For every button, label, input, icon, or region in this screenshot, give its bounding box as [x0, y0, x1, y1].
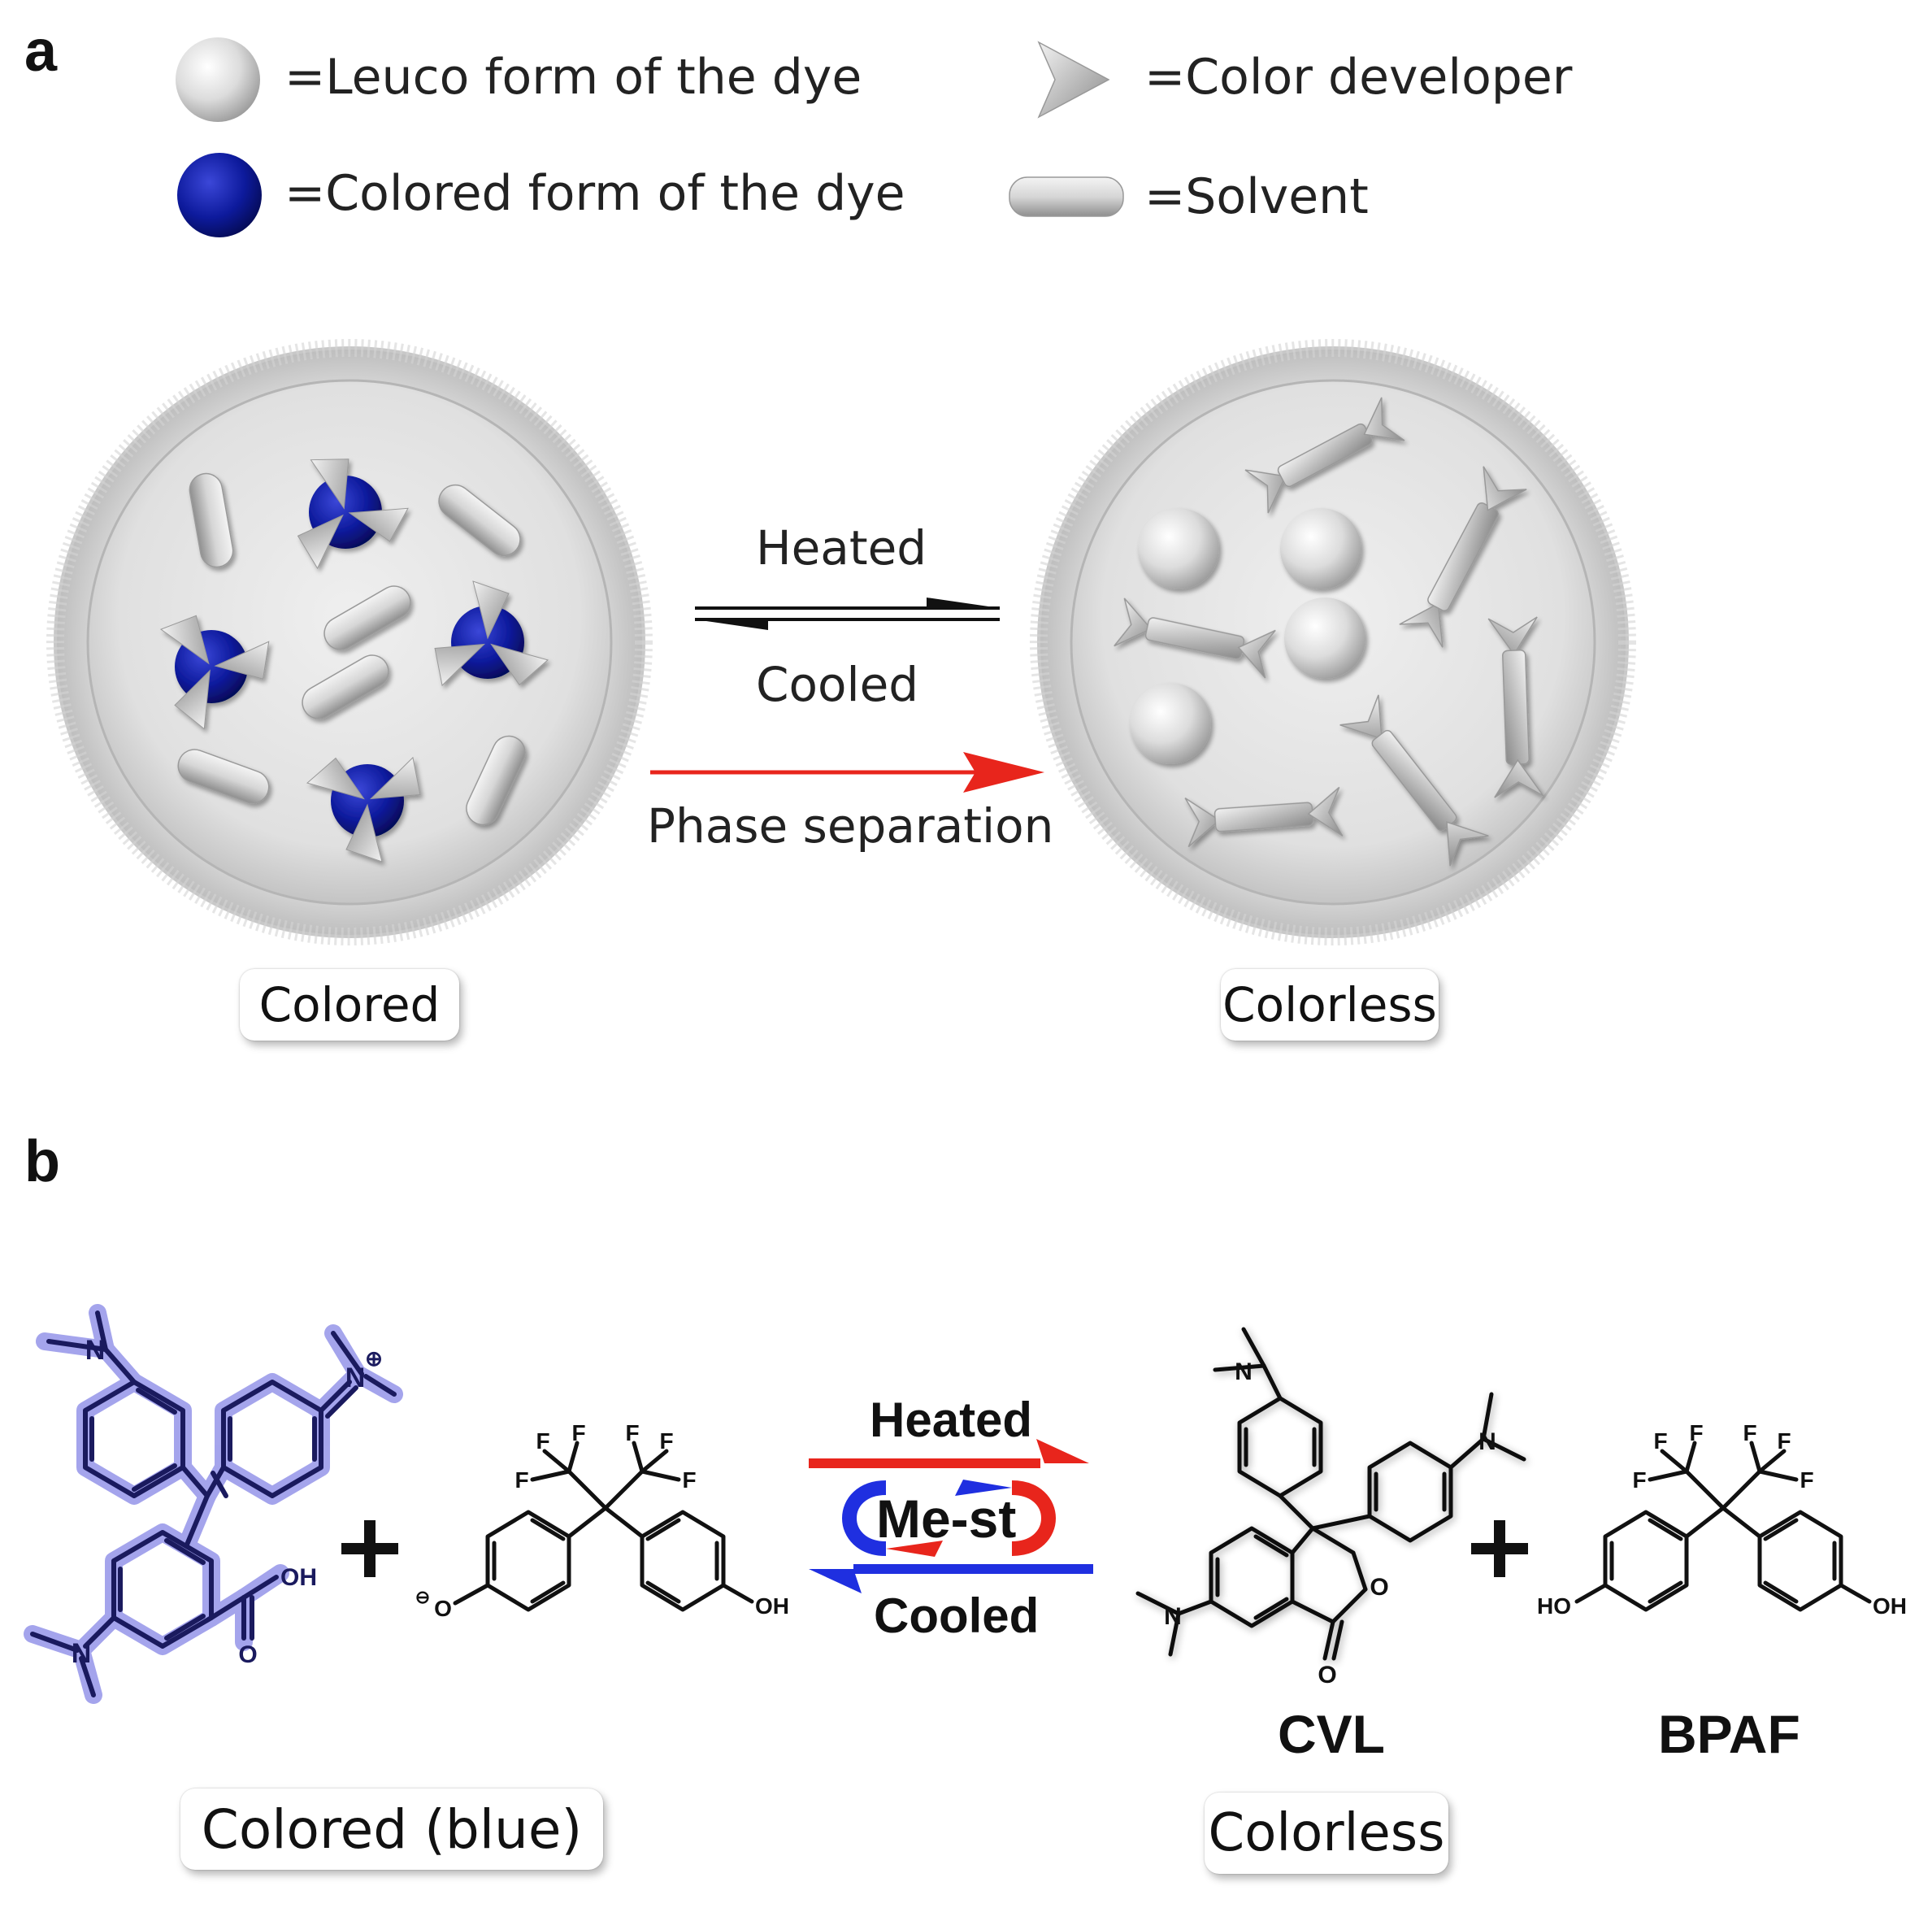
colored-blue-badge: Colored (blue): [180, 1788, 603, 1870]
dye-complex: [306, 756, 421, 863]
legend-colored-label: =Colored form of the dye: [284, 165, 905, 222]
colored-sphere-icon: [177, 153, 262, 237]
legend-solvent-label: =Solvent: [1144, 168, 1369, 225]
solvent-rod-icon: [1009, 176, 1124, 217]
dye-o: O: [238, 1641, 257, 1668]
phase-separation-arrow: [650, 752, 1044, 793]
cvl-n-right: N: [1478, 1428, 1496, 1455]
leuco-sphere-icon: [176, 37, 260, 122]
me-st-label: Me-st: [876, 1489, 1017, 1549]
colored-capsule: [46, 339, 653, 945]
cvl-n-top: N: [1235, 1358, 1253, 1385]
cooled-label-b: Cooled: [874, 1589, 1040, 1643]
bpaf1-o: O: [434, 1596, 452, 1621]
bpaf2-f1: F: [1653, 1428, 1667, 1454]
bpaf2-ho: HO: [1537, 1593, 1571, 1619]
bpaf1-f5: F: [659, 1428, 673, 1454]
legend-leuco-label: =Leuco form of the dye: [284, 49, 862, 106]
colorless-capsule: [1030, 339, 1636, 945]
plus-sign-2: [1471, 1520, 1528, 1577]
phase-separation-label: Phase separation: [647, 798, 1054, 854]
bpaf2-f2: F: [1689, 1420, 1703, 1445]
dye-n-charge: ⊕: [365, 1346, 383, 1371]
bpaf-phenolate-structure: [453, 1441, 754, 1612]
bpaf1-f2: F: [571, 1420, 585, 1445]
panel-a-letter: a: [24, 19, 58, 84]
cvl-label: CVL: [1278, 1704, 1385, 1764]
bpaf1-f6: F: [682, 1467, 696, 1493]
panel-a-graphics: [46, 37, 1636, 945]
bpaf1-f4: F: [625, 1420, 639, 1445]
dye-n-top-left: N: [85, 1335, 106, 1366]
bpaf-label: BPAF: [1658, 1704, 1800, 1764]
legend-developer-label: =Color developer: [1144, 49, 1573, 106]
dye-n-bottom: N: [72, 1638, 92, 1669]
equilibrium-arrows-a: [695, 598, 1000, 630]
heated-label-b: Heated: [870, 1393, 1033, 1447]
bpaf2-oh: OH: [1873, 1593, 1907, 1619]
colored-dye-structure: [24, 1304, 403, 1704]
colored-state-badge: Colored: [240, 969, 459, 1041]
bpaf-structure: [1574, 1441, 1872, 1612]
cvl-o-ring: O: [1370, 1574, 1388, 1601]
bpaf1-ominus: ⊖: [415, 1587, 430, 1607]
bpaf2-f3: F: [1632, 1467, 1646, 1493]
colorless-badge-b: Colorless: [1205, 1793, 1448, 1874]
bpaf1-f3: F: [514, 1467, 528, 1493]
heated-label-a: Heated: [756, 520, 927, 576]
cvl-structure: [1135, 1327, 1526, 1661]
dye-complex: [159, 615, 270, 730]
plus-sign-1: [341, 1520, 398, 1577]
dye-oh: OH: [280, 1564, 317, 1591]
dye-complex: [434, 580, 549, 687]
bpaf2-f5: F: [1777, 1428, 1791, 1454]
dye-n-plus: N: [345, 1363, 366, 1393]
bpaf2-f6: F: [1800, 1467, 1813, 1493]
cooled-label-a: Cooled: [756, 657, 919, 712]
cvl-o-carbonyl: O: [1318, 1662, 1336, 1689]
dye-complex: [297, 459, 409, 570]
bpaf1-f1: F: [536, 1428, 549, 1454]
me-st-arrows: [809, 1439, 1093, 1593]
color-developer-icon: [1037, 41, 1110, 119]
panel-b-letter: b: [24, 1129, 60, 1194]
cvl-n-left: N: [1164, 1603, 1182, 1630]
colorless-state-badge: Colorless: [1221, 969, 1439, 1041]
bpaf1-oh: OH: [755, 1593, 789, 1619]
bpaf2-f4: F: [1743, 1420, 1756, 1445]
